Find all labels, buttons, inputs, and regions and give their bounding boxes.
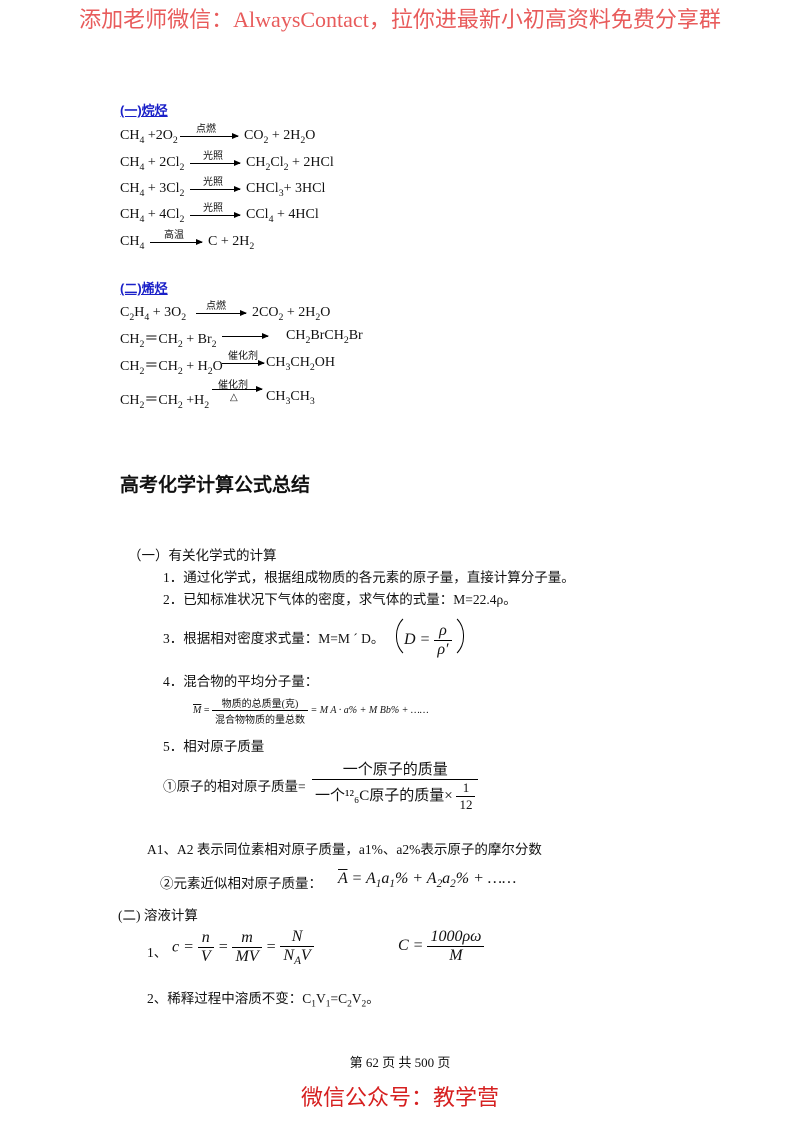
- watermark-bottom: 微信公众号：教学营: [300, 1085, 499, 1110]
- avg-numerator: 物质的总质量(克): [211, 695, 308, 711]
- isotope-note: A1、A2 表示同位素相对原子质量，a1%、a2%表示原子的摩尔分数: [147, 842, 542, 857]
- alkane-heading: (一)烷烃: [120, 103, 168, 118]
- eq-condition: 高温: [164, 230, 184, 241]
- eq-right: CHCl3+ 3HCl: [246, 181, 326, 199]
- section2-item1-label: 1、: [147, 945, 168, 960]
- reaction-arrow-icon: [212, 386, 263, 392]
- page-footer: 第 62 页 共 500 页: [349, 1055, 451, 1070]
- eq-condition: 光照: [203, 177, 223, 188]
- section1-item3: 3．根据相对密度求式量：M=M ´ D。: [163, 631, 385, 646]
- eq-right: C + 2H2: [208, 234, 255, 252]
- reaction-arrow-icon: [180, 133, 239, 139]
- eq-left: CH4 +2O2: [120, 128, 178, 146]
- reaction-arrow-icon: [150, 239, 203, 245]
- reaction-arrow-icon: [222, 360, 265, 366]
- eq-left: CH2＝CH2 + H2O: [120, 359, 223, 377]
- ram1-label: ①原子的相对原子质量=: [163, 779, 306, 794]
- eq-left: CH2＝CH2 + Br2: [120, 332, 217, 350]
- eq-left: CH2＝CH2 +H2: [120, 393, 210, 411]
- eq-left: CH4 + 3Cl2: [120, 181, 185, 199]
- eq-left: CH4 + 4Cl2: [120, 207, 185, 225]
- eq-condition: 点燃: [196, 124, 216, 135]
- eq-right: CH2BrCH2Br: [286, 328, 363, 346]
- alkene-heading: (二)烯烃: [120, 281, 168, 296]
- eq-condition: 催化剂: [218, 380, 248, 391]
- average-mass-formula: M = 物质的总质量(克)混合物物质的量总数 = M A · a% + M Bb…: [193, 695, 429, 726]
- eq-right: CO2 + 2H2O: [244, 128, 316, 146]
- section1-item1: 1．通过化学式，根据组成物质的各元素的原子量，直接计算分子量。: [163, 570, 575, 585]
- eq-condition: 光照: [203, 203, 223, 214]
- eq-right: 2CO2 + 2H2O: [252, 305, 331, 323]
- ram2-formula: A = A1a1% + A2a2% + ……: [338, 870, 517, 891]
- section1-item2: 2．已知标准状况下气体的密度，求气体的式量：M=22.4ρ。: [163, 592, 517, 607]
- eq-left: CH4: [120, 234, 145, 252]
- ram1-numerator: 一个原子的质量: [312, 758, 479, 780]
- reaction-arrow-icon: [196, 310, 247, 316]
- eq-right: CH3CH2OH: [266, 355, 335, 373]
- eq-right: CH3CH3: [266, 389, 315, 407]
- reaction-arrow-icon: [190, 186, 241, 192]
- avg-denominator: 混合物物质的量总数: [214, 715, 305, 726]
- density-formula-parens: [396, 612, 464, 660]
- page-title: 高考化学计算公式总结: [120, 474, 311, 496]
- avg-rhs: = M A · a% + M Bb% + ……: [310, 704, 429, 716]
- eq-condition: 点燃: [206, 301, 226, 312]
- section2-item2: 2、稀释过程中溶质不变：C1V1=C2V2。: [147, 991, 380, 1010]
- section2-heading: (二) 溶液计算: [118, 908, 198, 923]
- eq-condition: 光照: [203, 151, 223, 162]
- eq-right: CCl4 + 4HCl: [246, 207, 319, 225]
- eq-left: C2H4 + 3O2: [120, 305, 187, 323]
- ram2-label: ②元素近似相对原子质量：: [160, 876, 322, 891]
- eq-condition-heat: △: [230, 392, 238, 403]
- eq-left: CH4 + 2Cl2: [120, 155, 185, 173]
- section1-heading: （一）有关化学式的计算: [128, 548, 277, 563]
- eq-right: CH2Cl2 + 2HCl: [246, 155, 334, 173]
- watermark-top: 添加老师微信：AlwaysContact，拉你进最新小初高资料免费分享群: [79, 7, 721, 32]
- eq-condition: 催化剂: [228, 351, 258, 362]
- section1-item4: 4．混合物的平均分子量：: [163, 674, 319, 689]
- reaction-arrow-icon: [190, 212, 241, 218]
- reaction-arrow-icon: [190, 160, 241, 166]
- reaction-arrow-icon: [222, 333, 269, 339]
- section1-item5: 5．相对原子质量: [163, 739, 265, 754]
